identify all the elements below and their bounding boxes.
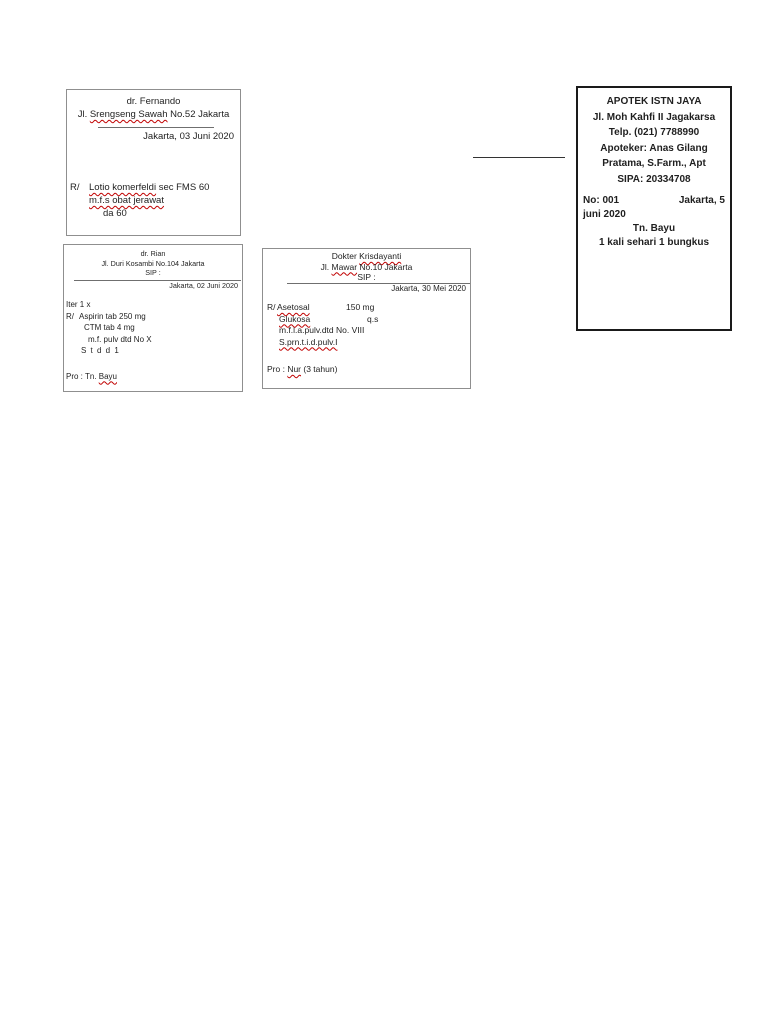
sip-label: SIP :: [145, 268, 161, 277]
label-body: No: 001 Jakarta, 5 juni 2020 Tn. Bayu 1 k…: [578, 194, 730, 250]
compound-instruction: m.f.s obat jerawat: [89, 194, 240, 207]
header-divider-line: [74, 279, 241, 281]
prescription-box-krisdayanti: Dokter Krisdayanti Jl. Mawar No.10 Jakar…: [262, 248, 471, 389]
signature-line: [473, 157, 565, 158]
medication-line: CTM tab 4 mg: [84, 323, 135, 332]
medication-line: R/Lotio komerfeldi sec FMS 60: [70, 182, 210, 193]
misspelled-text: Krisdayanti: [359, 251, 402, 261]
misspelled-text: m.f.s obat jerawat: [89, 195, 164, 206]
compound-instruction: m.f.l.a.pulv.dtd No. VIII: [279, 325, 365, 335]
sipa-number: SIPA: 20334708: [617, 173, 691, 185]
apotek-address: Jl. Moh Kahfi II Jagakarsa: [592, 111, 716, 123]
quantity-line: da 60: [103, 208, 127, 219]
pharmacist-name-line2: Pratama, S.Farm., Apt: [602, 158, 706, 169]
signature-line: [98, 127, 214, 128]
rx-symbol: R/: [267, 302, 276, 312]
doctor-name: dr. Rian: [140, 249, 166, 258]
header-divider-line: [287, 282, 470, 284]
doctor-name: dr. Fernando: [126, 96, 181, 107]
patient-line: Pro : Tn. Bayu: [66, 371, 117, 381]
iter-line: Iter 1 x: [66, 300, 91, 309]
misspelled-text: Asetosal: [277, 302, 310, 312]
prescription-date: Jakarta, 30 Mei 2020: [391, 283, 466, 293]
number-date-row: No: 001 Jakarta, 5: [578, 194, 730, 208]
rx-symbol: R/: [70, 182, 80, 193]
label-date-part2: juni 2020: [583, 209, 626, 220]
label-date-part1: Jakarta, 5: [678, 195, 725, 206]
apotek-phone: Telp. (021) 7788990: [608, 127, 700, 138]
compound-instruction: m.f. pulv dtd No X: [88, 334, 152, 344]
apotek-label-box: APOTEK ISTN JAYA Jl. Moh Kahfi II Jagaka…: [576, 86, 732, 331]
misspelled-text: S.prn.t.i.d.pulv.I: [279, 336, 338, 347]
doctor-address: Jl. Duri Kosambi No.104 Jakarta: [101, 258, 205, 268]
dose-value: 150 mg: [346, 302, 375, 312]
doctor-address: Jl. Mawar No.10 Jakarta: [320, 261, 413, 272]
signa-line: S.prn.t.i.d.pulv.I: [279, 337, 470, 349]
signa-line: S t d d 1: [81, 346, 120, 355]
dosage-instructions: 1 kali sehari 1 bungkus: [598, 237, 710, 248]
medication-line: Glukosa q.s: [279, 314, 470, 326]
prescription-date: Jakarta, 02 Juni 2020: [169, 280, 238, 290]
misspelled-text: Nur: [287, 364, 302, 374]
misspelled-text: Glukosa: [279, 313, 311, 324]
patient-name: Tn. Bayu: [632, 223, 676, 234]
misspelled-text: Bayu: [98, 371, 117, 381]
medication-line: R/Aspirin tab 250 mg: [66, 311, 146, 321]
prescription-date: Jakarta, 03 Juni 2020: [143, 131, 234, 142]
rx-symbol: R/: [66, 311, 74, 321]
misspelled-text: Srengseng Sawah: [89, 109, 168, 120]
dose-value: q.s: [367, 313, 379, 324]
medication-line: R/Asetosal 150 mg: [267, 302, 470, 314]
doctor-address: Jl. Srengseng Sawah No.52 Jakarta: [77, 109, 230, 120]
doctor-name: Dokter Krisdayanti: [331, 251, 402, 261]
pharmacist-name-line1: Apoteker: Anas Gilang: [600, 142, 708, 154]
misspelled-text: Mawar: [331, 261, 358, 272]
patient-line: Pro : Nur (3 tahun): [267, 364, 338, 374]
prescription-box-fernando: dr. Fernando Jl. Srengseng Sawah No.52 J…: [66, 89, 241, 236]
prescription-box-rian: dr. Rian Jl. Duri Kosambi No.104 Jakarta…: [63, 244, 243, 392]
prescription-body: Iter 1 x R/Aspirin tab 250 mg CTM tab 4 …: [64, 299, 242, 357]
misspelled-text: Lotio komerfeldi: [89, 182, 157, 193]
sip-label: SIP :: [357, 272, 376, 282]
label-number: No: 001: [583, 195, 620, 206]
apotek-name: APOTEK ISTN JAYA: [606, 96, 702, 107]
prescription-body: R/Asetosal 150 mg Glukosa q.s m.f.l.a.pulv…: [263, 302, 470, 348]
